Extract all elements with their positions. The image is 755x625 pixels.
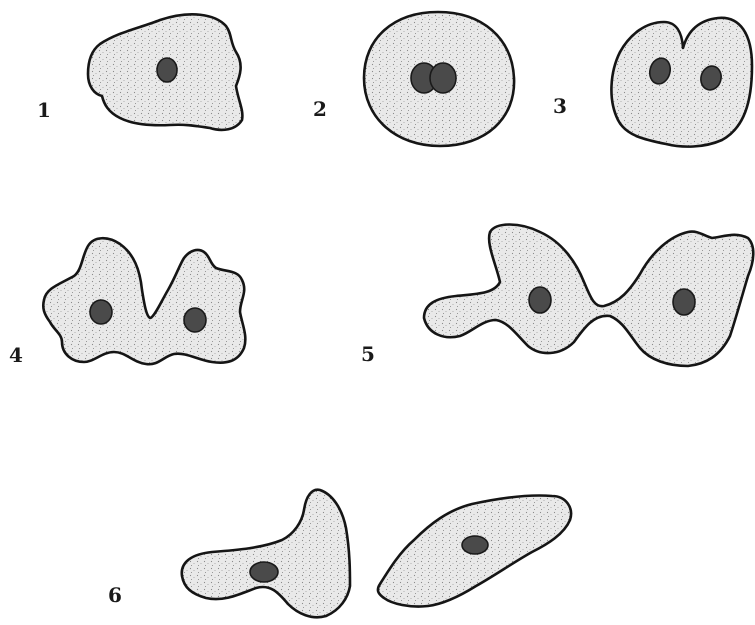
stage-2-rounded-cell — [364, 12, 514, 146]
stage-label: 4 — [9, 343, 23, 367]
stage-label: 1 — [37, 98, 51, 122]
stage-6-daughter-amoeba-left — [182, 490, 350, 618]
stage-1-amoeba — [88, 14, 242, 130]
stage-label: 3 — [553, 94, 567, 118]
stage-label: 2 — [313, 97, 327, 121]
nucleus-left — [529, 287, 551, 313]
nucleus-right — [184, 308, 206, 332]
nucleus-left — [90, 300, 112, 324]
nucleus-right — [430, 63, 456, 93]
stage-6-daughter-amoeba-right — [378, 495, 571, 606]
nucleus — [157, 58, 177, 82]
stage-4-dividing-cell — [43, 238, 245, 364]
nucleus-right — [673, 289, 695, 315]
stage-3-cleaving-cell — [611, 18, 752, 147]
nucleus — [462, 536, 488, 554]
nucleus — [250, 562, 278, 582]
stage-label: 5 — [361, 342, 375, 366]
stage-5-separating-cells — [424, 225, 753, 367]
stage-label: 6 — [108, 583, 122, 607]
